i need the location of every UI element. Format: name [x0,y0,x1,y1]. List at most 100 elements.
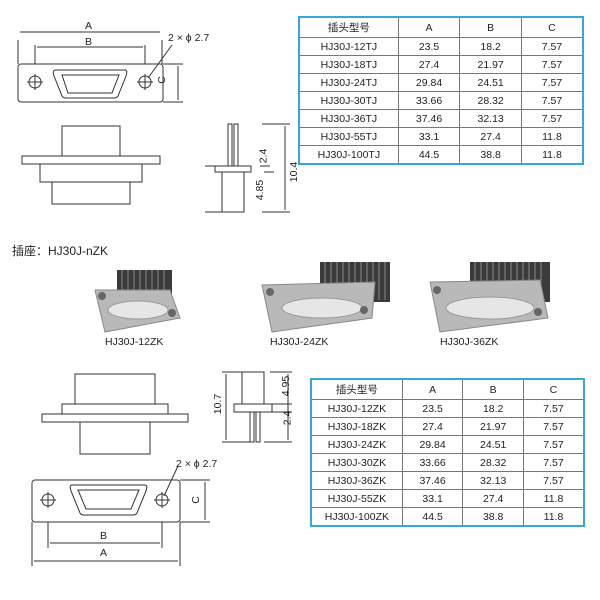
table-header-row: 插头型号 A B C [298,16,584,38]
connector-photo-24zk [261,262,390,333]
top-dim-holes: 2 × ϕ 2.7 [168,32,210,44]
cell-b: 32.13 [459,109,522,128]
cell-c: 11.8 [520,127,584,146]
cell-b: 21.97 [462,417,524,436]
bottom-dim-a: A [100,547,108,559]
cell-c: 11.8 [522,489,585,508]
cell-b: 27.4 [462,489,524,508]
cell-a: 33.66 [397,91,461,110]
header-model: 插头型号 [298,16,399,38]
connector-photo-12zk [94,270,181,333]
cell-a: 29.84 [401,435,464,454]
cell-b: 24.51 [462,435,524,454]
bottom-dim-holes: 2 × ϕ 2.7 [176,458,218,470]
cell-b: 24.51 [459,73,522,92]
cell-model: HJ30J-100TJ [298,145,399,165]
cell-a: 44.5 [397,145,461,165]
bottom-side-dim-total: 10.7 [212,393,225,415]
cell-a: 33.1 [397,127,461,146]
top-dim-c: C [155,76,168,84]
cell-b: 21.97 [459,55,522,74]
header-model: 插头型号 [310,378,403,400]
cell-b: 27.4 [459,127,522,146]
cell-model: HJ30J-12ZK [310,399,403,418]
cell-c: 7.57 [520,55,584,74]
cell-model: HJ30J-24TJ [298,73,399,92]
cell-c: 11.8 [522,507,585,527]
cell-c: 7.57 [522,417,585,436]
connector-photo-36zk [429,262,550,333]
cell-a: 27.4 [397,55,461,74]
bottom-elevation-view [41,373,189,455]
top-side-view [205,123,290,213]
cell-a: 23.5 [397,37,461,56]
cell-model: HJ30J-36TJ [298,109,399,128]
bottom-side-dim-mid: 2.4 [281,410,294,426]
header-a: A [401,378,464,400]
cell-c: 7.57 [520,37,584,56]
cell-c: 7.57 [520,91,584,110]
cell-a: 33.66 [401,453,464,472]
header-c: C [520,16,584,38]
cell-c: 7.57 [522,453,585,472]
header-b: B [459,16,522,38]
top-dim-a: A [85,20,93,32]
cell-c: 7.57 [522,435,585,454]
cell-model: HJ30J-12TJ [298,37,399,56]
cell-c: 7.57 [522,399,585,418]
top-side-dim-small: 2.4 [257,148,270,164]
photo-label-36zk: HJ30J-36ZK [440,336,499,348]
cell-b: 28.32 [459,91,522,110]
bottom-front-view [31,465,210,566]
cell-model: HJ30J-18ZK [310,417,403,436]
top-dim-b: B [85,36,93,48]
section-title: 插座：HJ30J-nZK [12,244,109,258]
bottom-dim-c: C [189,496,202,504]
cell-b: 38.8 [459,145,522,165]
bottom-side-dim-small: 4.95 [280,375,293,397]
cell-model: HJ30J-36ZK [310,471,403,490]
table-header-row: 插头型号 A B C [310,378,585,400]
header-a: A [397,16,461,38]
cell-b: 18.2 [462,399,524,418]
cell-model: HJ30J-55TJ [298,127,399,146]
top-front-view [17,31,183,103]
cell-b: 32.13 [462,471,524,490]
cell-model: HJ30J-18TJ [298,55,399,74]
cell-a: 27.4 [401,417,464,436]
header-b: B [462,378,524,400]
top-elevation-view [21,125,161,205]
header-c: C [522,378,585,400]
cell-a: 37.46 [397,109,461,128]
photo-label-12zk: HJ30J-12ZK [105,336,164,348]
cell-b: 38.8 [462,507,524,527]
cell-c: 7.57 [520,73,584,92]
cell-a: 23.5 [401,399,464,418]
cell-b: 28.32 [462,453,524,472]
top-side-dim-mid: 4.85 [254,179,267,201]
cell-a: 33.1 [401,489,464,508]
cell-model: HJ30J-30TJ [298,91,399,110]
cell-model: HJ30J-55ZK [310,489,403,508]
cell-model: HJ30J-30ZK [310,453,403,472]
cell-a: 29.84 [397,73,461,92]
bottom-side-view [222,371,292,443]
cell-a: 37.46 [401,471,464,490]
cell-model: HJ30J-24ZK [310,435,403,454]
